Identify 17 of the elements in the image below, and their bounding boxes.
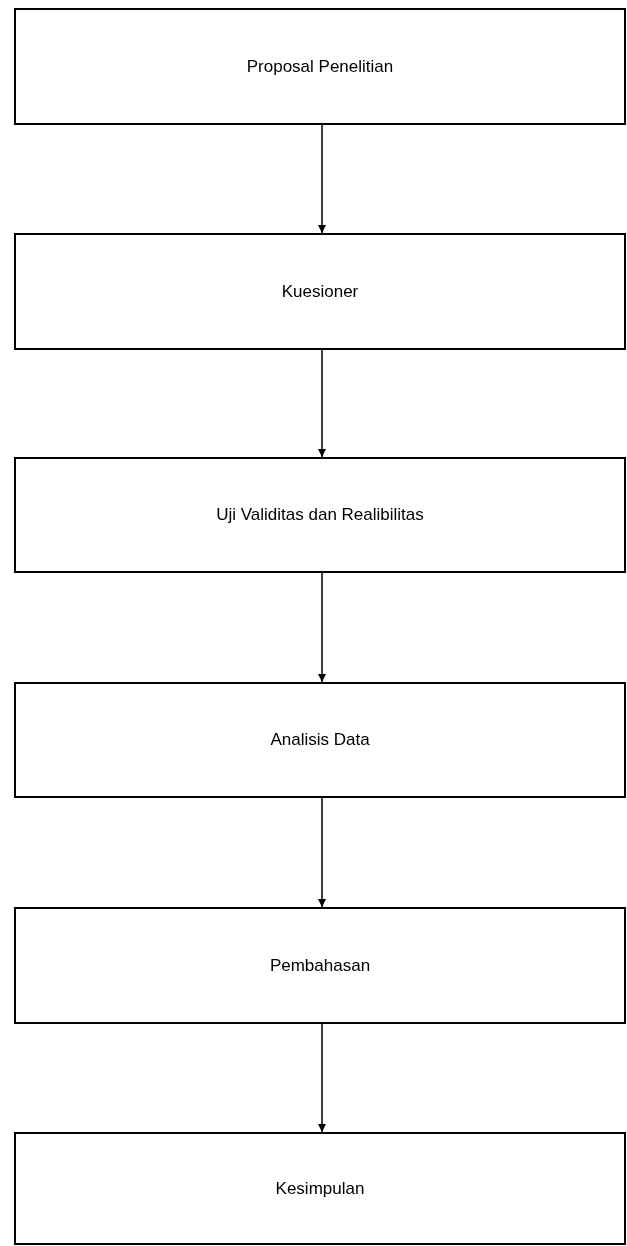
box-label: Kuesioner — [281, 281, 359, 302]
box-label: Pembahasan — [269, 955, 371, 976]
arrow — [318, 124, 326, 234]
box-label: Analisis Data — [270, 730, 370, 750]
process-box — [14, 8, 626, 125]
arrow — [318, 349, 326, 458]
process-box — [14, 233, 626, 350]
box-label: Proposal Penelitian — [246, 56, 394, 77]
process-box — [14, 1132, 626, 1245]
box-label: Kesimpulan — [275, 1178, 365, 1199]
process-box — [14, 682, 626, 798]
arrow — [318, 572, 326, 683]
process-box — [14, 907, 626, 1024]
arrow — [318, 797, 326, 908]
box-label: Uji Validitas dan Realibilitas — [216, 505, 424, 525]
process-box — [14, 457, 626, 573]
arrow — [318, 1023, 326, 1133]
